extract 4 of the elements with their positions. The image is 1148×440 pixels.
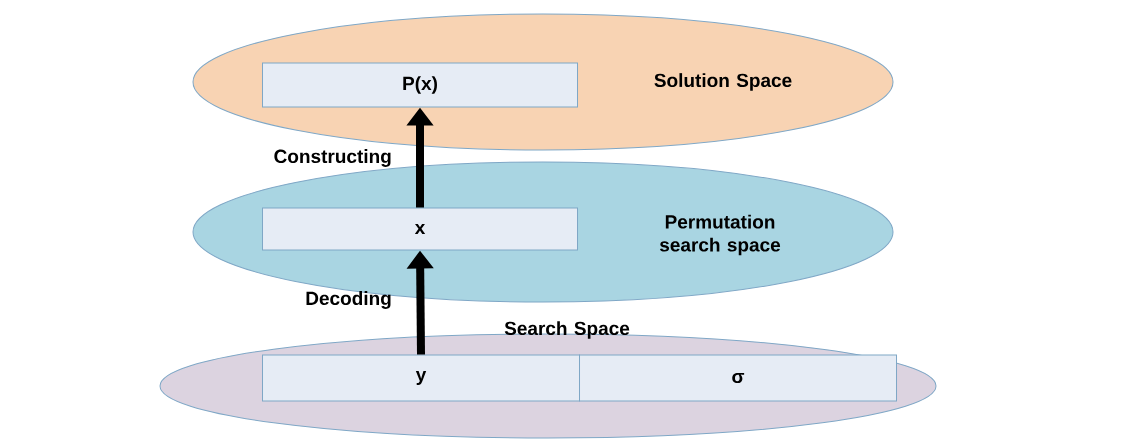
- value-box: y: [262, 354, 580, 402]
- value-box: x: [262, 207, 578, 251]
- value-box: σ: [579, 354, 897, 402]
- value-box: P(x): [262, 62, 578, 108]
